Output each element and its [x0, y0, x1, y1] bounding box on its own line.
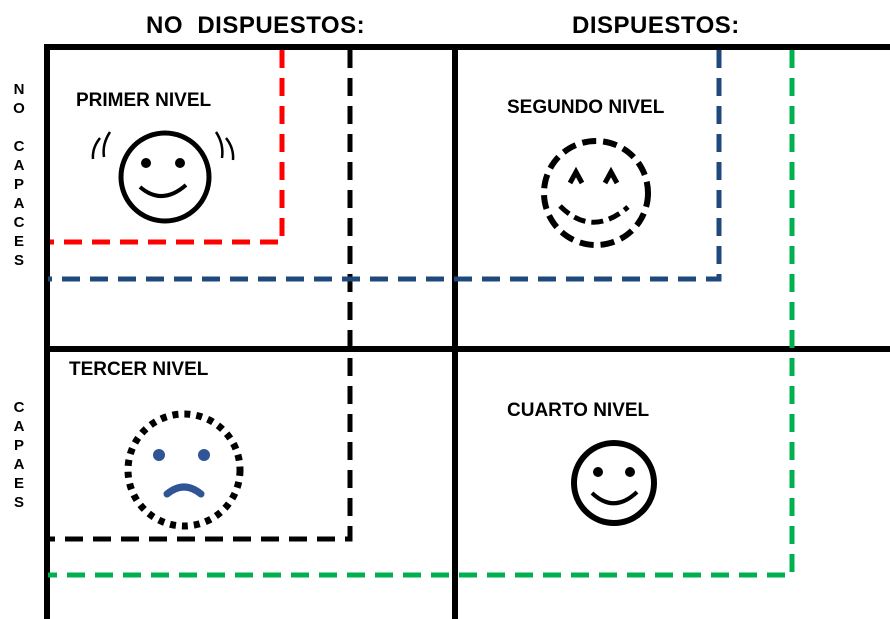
row-label-capaes: C A P A E S: [13, 399, 25, 511]
dotted-sad-face-icon: [124, 410, 244, 530]
label-tercer-nivel: TERCER NIVEL: [69, 359, 209, 380]
green-dashed-boundary: [48, 50, 795, 578]
smiling-face-icon: [571, 440, 657, 526]
anxious-face-icon: [91, 130, 235, 224]
red-dashed-boundary: [50, 50, 285, 245]
label-primer-nivel: PRIMER NIVEL: [76, 90, 212, 111]
header-no-dispuestos: NO DISPUESTOS:: [146, 12, 366, 39]
black-dashed-boundary: [48, 50, 353, 542]
row-label-no-capaces: N O C A P A C E S: [13, 81, 25, 269]
label-segundo-nivel: SEGUNDO NIVEL: [507, 97, 665, 118]
solid-grid: [44, 44, 890, 619]
dashed-smiling-face-icon: [541, 138, 651, 248]
blue-dashed-boundary: [48, 50, 722, 282]
header-dispuestos: DISPUESTOS:: [572, 12, 740, 39]
label-cuarto-nivel: CUARTO NIVEL: [507, 400, 650, 421]
